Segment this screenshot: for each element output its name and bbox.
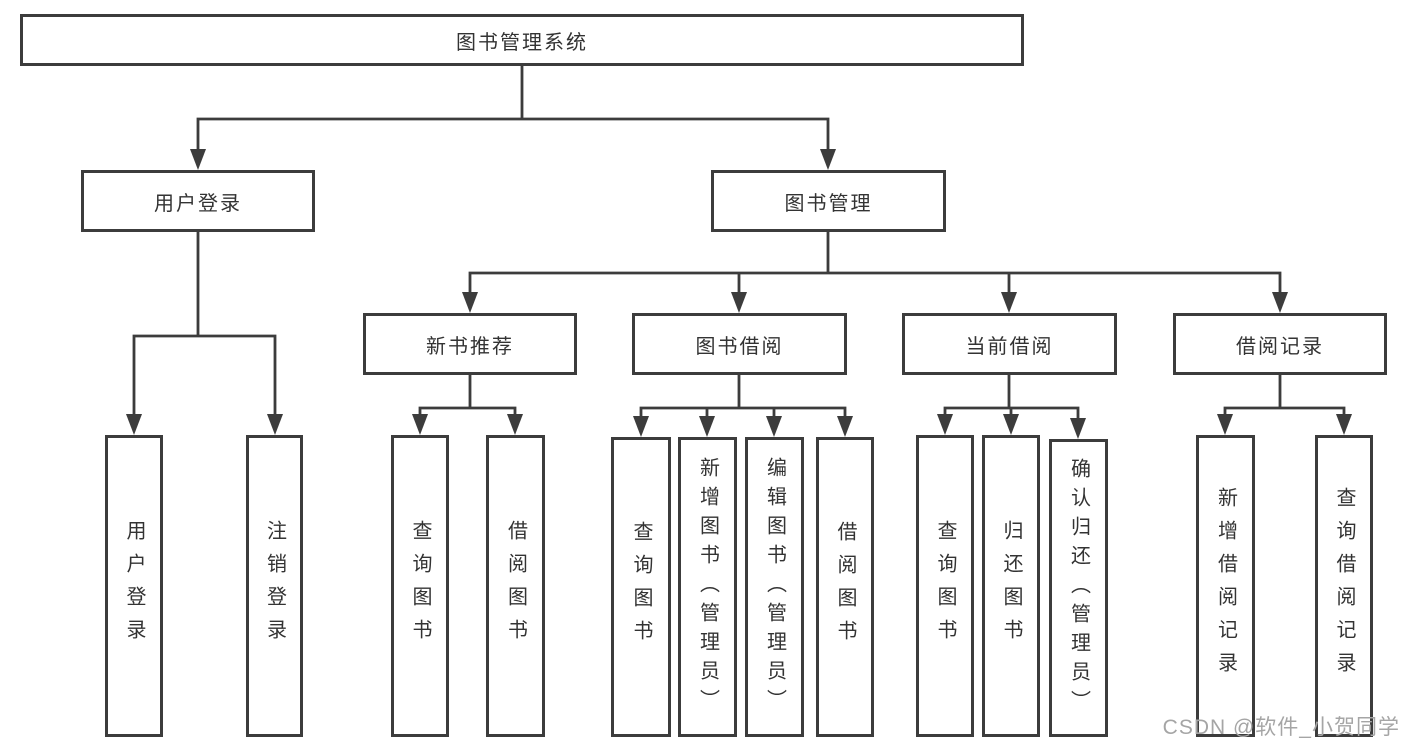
leaf-query-books-recommend: 查询图书 — [391, 435, 449, 737]
leaf-logout: 注销登录 — [246, 435, 303, 737]
leaf-return-books: 归还图书 — [982, 435, 1040, 737]
arrow-icon — [1003, 414, 1019, 435]
arrow-icon — [267, 414, 283, 435]
edge-bookmgmt-level3 — [468, 232, 1282, 294]
arrow-icon — [190, 149, 206, 170]
leaf-label: 新增图书（管理员） — [696, 456, 719, 718]
leaf-label: 新增借阅记录 — [1214, 487, 1237, 685]
arrow-icon — [731, 292, 747, 313]
edge-records-leaves — [1223, 375, 1346, 416]
arrow-icon — [1070, 418, 1086, 439]
edge-userlogin-leaves — [132, 232, 277, 416]
leaf-label: 查询借阅记录 — [1333, 487, 1355, 685]
leaf-confirm-return-admin: 确认归还（管理员） — [1049, 439, 1108, 737]
leaf-label: 查询图书 — [934, 520, 956, 652]
leaf-query-borrow-record: 查询借阅记录 — [1315, 435, 1373, 737]
edge-borrow-leaves — [639, 375, 847, 418]
leaf-borrow-books-recommend: 借阅图书 — [486, 435, 545, 737]
arrow-icon — [937, 414, 953, 435]
tree-edges — [132, 66, 1346, 420]
leaf-add-books-admin: 新增图书（管理员） — [678, 437, 737, 737]
edge-newbook-leaves — [418, 375, 517, 416]
leaf-label: 编辑图书（管理员） — [763, 456, 786, 718]
arrow-icon — [412, 414, 428, 435]
arrow-icon — [126, 414, 142, 435]
arrow-icon — [633, 416, 649, 437]
edge-root-level2 — [196, 66, 830, 150]
arrow-icon — [1217, 414, 1233, 435]
node-borrow-records: 借阅记录 — [1173, 313, 1387, 375]
arrow-icon — [766, 416, 782, 437]
leaf-user-login: 用户登录 — [105, 435, 163, 737]
node-new-book-recommend: 新书推荐 — [363, 313, 577, 375]
leaf-label: 查询图书 — [630, 521, 652, 653]
leaf-label: 查询图书 — [409, 520, 431, 652]
edge-current-leaves — [943, 375, 1080, 420]
arrow-icon — [1001, 292, 1017, 313]
arrow-icon — [462, 292, 478, 313]
arrow-icon — [837, 416, 853, 437]
leaf-edit-books-admin: 编辑图书（管理员） — [745, 437, 804, 737]
leaf-query-books-borrow: 查询图书 — [611, 437, 671, 737]
leaf-label: 用户登录 — [123, 520, 145, 652]
leaf-label: 借阅图书 — [834, 521, 856, 653]
leaf-add-borrow-record: 新增借阅记录 — [1196, 435, 1255, 737]
node-user-login-branch: 用户登录 — [81, 170, 315, 232]
leaf-borrow-books: 借阅图书 — [816, 437, 874, 737]
node-root-system: 图书管理系统 — [20, 14, 1024, 66]
node-book-management: 图书管理 — [711, 170, 946, 232]
leaf-label: 归还图书 — [1000, 520, 1022, 652]
arrow-icon — [507, 414, 523, 435]
arrow-icon — [699, 416, 715, 437]
arrow-icon — [820, 149, 836, 170]
arrow-icon — [1336, 414, 1352, 435]
node-current-borrow: 当前借阅 — [902, 313, 1117, 375]
node-book-borrow: 图书借阅 — [632, 313, 847, 375]
leaf-label: 借阅图书 — [504, 520, 527, 652]
csdn-watermark: CSDN @软件_小贺同学 — [1162, 716, 1400, 739]
leaf-label: 注销登录 — [263, 520, 286, 652]
leaf-label: 确认归还（管理员） — [1067, 457, 1090, 719]
arrowheads — [126, 149, 1352, 439]
arrow-icon — [1272, 292, 1288, 313]
leaf-query-books-current: 查询图书 — [916, 435, 974, 737]
